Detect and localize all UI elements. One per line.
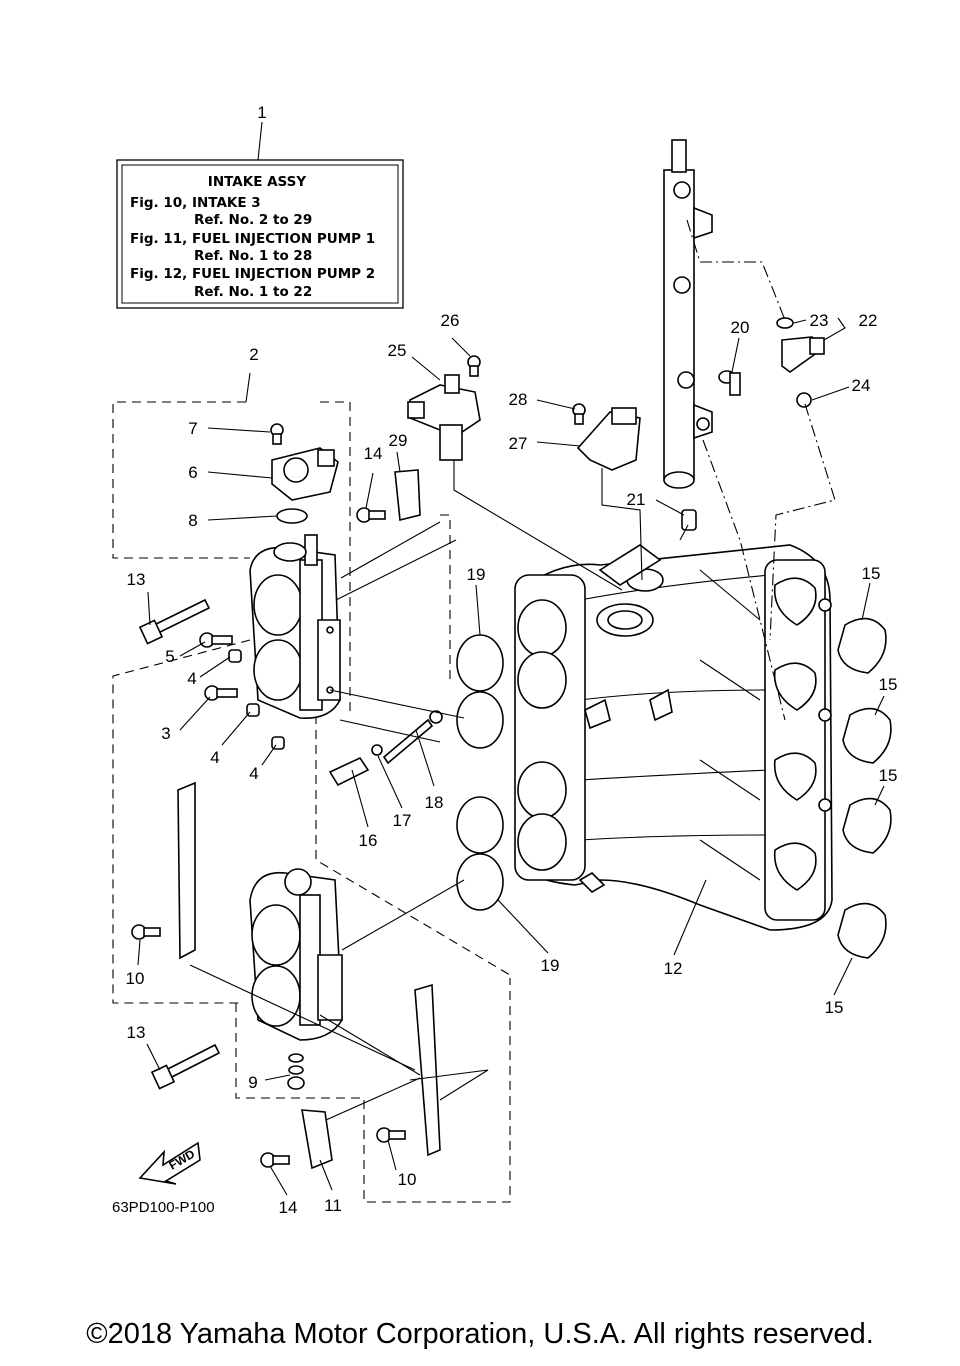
bolt (138, 598, 211, 645)
bracket (414, 983, 441, 1157)
screw (199, 632, 233, 648)
callout-19: 19 (467, 565, 486, 584)
callout-26: 26 (441, 311, 460, 330)
callout-24: 24 (852, 376, 871, 395)
callout-16: 16 (359, 831, 378, 850)
throttle-body-upper (249, 534, 341, 719)
info-box-line: Ref. No. 2 to 29 (194, 212, 312, 228)
callout-14: 14 (279, 1198, 298, 1217)
screw (572, 403, 586, 425)
callout-28: 28 (509, 390, 528, 409)
bolt (718, 370, 741, 396)
throttle-position-sensor (271, 447, 339, 501)
callout-18: 18 (425, 793, 444, 812)
callout-20: 20 (731, 318, 750, 337)
fuel-rail (663, 139, 713, 489)
screw (260, 1152, 290, 1168)
bracket (301, 1109, 333, 1170)
info-box-line: Ref. No. 1 to 22 (194, 284, 312, 300)
o-ring (776, 317, 794, 329)
throttle-gasket (456, 634, 504, 911)
intake-gasket (837, 617, 892, 959)
callout-25: 25 (388, 341, 407, 360)
callout-13: 13 (127, 1023, 146, 1042)
screw (131, 924, 161, 940)
screw (376, 1127, 406, 1143)
info-box-title: INTAKE ASSY (208, 174, 307, 190)
callout-13: 13 (127, 570, 146, 589)
bolt (150, 1043, 221, 1090)
callout-12: 12 (664, 959, 683, 978)
callout-4: 4 (210, 748, 219, 767)
callout-5: 5 (165, 647, 174, 666)
callout-1: 1 (257, 103, 266, 122)
callout-22: 22 (859, 311, 878, 330)
callout-10: 10 (126, 969, 145, 988)
bracket (394, 469, 421, 521)
washer (228, 649, 242, 663)
callout-3: 3 (161, 724, 170, 743)
copyright-notice: ©2018 Yamaha Motor Corporation, U.S.A. A… (86, 1318, 874, 1350)
forward-direction-arrow: FWD (138, 1141, 201, 1185)
info-box-line: Fig. 11, FUEL INJECTION PUMP 1 (130, 231, 375, 247)
intake-assembly-diagram: INTAKE ASSY Fig. 10, INTAKE 3 Ref. No. 2… (112, 103, 898, 1217)
callout-14: 14 (364, 444, 383, 463)
throttle-body-lower (249, 868, 343, 1041)
grommet (796, 392, 812, 408)
linkage-rod (328, 710, 443, 787)
pressure-sensor (407, 374, 481, 461)
callout-4: 4 (249, 764, 258, 783)
bracket (177, 781, 196, 960)
callout-23: 23 (810, 311, 829, 330)
callout-19: 19 (541, 956, 560, 975)
callout-11: 11 (324, 1196, 342, 1215)
callout-15: 15 (879, 766, 898, 785)
callout-4: 4 (187, 669, 196, 688)
screw (467, 355, 481, 377)
callout-6: 6 (188, 463, 197, 482)
washer (246, 703, 260, 717)
diagram-code: 63PD100-P100 (112, 1199, 215, 1216)
fuel-injector (781, 336, 825, 373)
washer-stack (287, 1053, 305, 1090)
callout-10: 10 (398, 1170, 417, 1189)
screw (204, 685, 238, 701)
intake-manifold (514, 509, 833, 931)
screw (270, 423, 284, 445)
callout-15: 15 (825, 998, 844, 1017)
callout-8: 8 (188, 511, 197, 530)
info-box-line: Fig. 12, FUEL INJECTION PUMP 2 (130, 266, 375, 282)
sensor (576, 407, 641, 471)
callout-7: 7 (188, 419, 197, 438)
info-box-line: Ref. No. 1 to 28 (194, 248, 312, 264)
callout-27: 27 (509, 434, 528, 453)
callout-2: 2 (249, 345, 258, 364)
screw (356, 507, 386, 523)
info-box-line: Fig. 10, INTAKE 3 (130, 195, 261, 211)
callout-21: 21 (627, 490, 646, 509)
o-ring (276, 508, 308, 524)
callout-17: 17 (393, 811, 412, 830)
callout-15: 15 (879, 675, 898, 694)
reference-info-box: INTAKE ASSY Fig. 10, INTAKE 3 Ref. No. 2… (116, 159, 404, 309)
callout-9: 9 (248, 1073, 257, 1092)
callout-29: 29 (389, 431, 408, 450)
callout-15: 15 (862, 564, 881, 583)
